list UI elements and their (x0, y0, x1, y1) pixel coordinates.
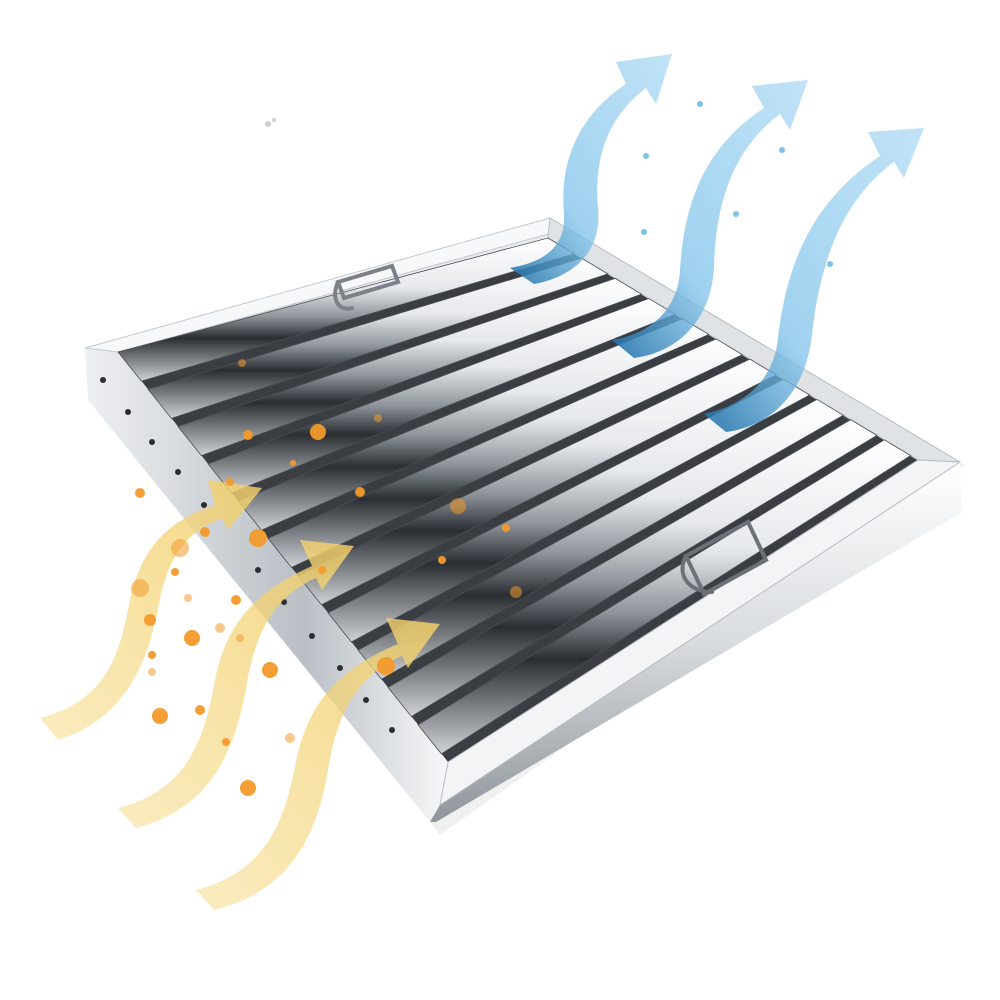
grease-particle (152, 708, 168, 724)
incoming-air-stream-1 (40, 480, 262, 740)
grease-particle (131, 579, 149, 597)
grease-particle (450, 498, 466, 514)
clean-air-droplet (733, 211, 739, 217)
incoming-air-stream-2 (118, 540, 354, 828)
frame-left-wall (85, 348, 448, 822)
clean-air-droplet (697, 101, 703, 107)
back-handle (333, 263, 401, 311)
grease-particle (374, 414, 382, 422)
grease-particle (222, 738, 230, 746)
baffle-blade (237, 318, 710, 531)
outgoing-air-stream-3 (704, 128, 924, 432)
grease-particle (310, 424, 326, 440)
grease-particle (171, 568, 179, 576)
outgoing-air-flows (510, 54, 924, 432)
grease-particle (148, 651, 156, 659)
baffle-blade (147, 257, 609, 419)
grease-particle (231, 595, 241, 605)
grease-particle (195, 705, 205, 715)
grease-particle (510, 586, 522, 598)
grease-particle (290, 460, 296, 466)
grease-particle (135, 488, 145, 498)
front-handle (680, 519, 769, 597)
baffle-blade (417, 439, 912, 755)
clean-air-droplet (641, 229, 647, 235)
clean-air-droplet (265, 121, 271, 127)
grease-particle (502, 524, 510, 532)
grease-particle (215, 623, 225, 633)
clean-air-droplet (643, 153, 649, 159)
incoming-air-flows (40, 480, 440, 910)
grease-particle (243, 430, 253, 440)
grease-particle (249, 529, 267, 547)
grease-particle (184, 594, 192, 602)
grease-particle (144, 614, 156, 626)
outgoing-air-stream-1 (510, 54, 672, 284)
grease-particle (377, 657, 395, 675)
filter-handles (333, 263, 769, 597)
clean-air-droplet (272, 118, 276, 122)
frame-front-wall (430, 462, 962, 822)
grease-particle (148, 668, 156, 676)
grease-particle (238, 359, 246, 367)
grease-particle (226, 478, 234, 486)
frame-rivets (100, 377, 395, 733)
baffle-blade (387, 419, 878, 718)
grease-particle (200, 527, 210, 537)
grease-particle (171, 539, 189, 557)
baffle-blade (267, 338, 744, 568)
grease-particle (438, 556, 446, 564)
grease-particle (236, 634, 244, 642)
baffle-blade (177, 277, 643, 457)
clean-air-droplet (827, 261, 833, 267)
grease-particle (285, 733, 295, 743)
grease-particle (318, 566, 326, 574)
clean-air-droplet (779, 147, 785, 153)
baffle-blade (327, 378, 811, 643)
clean-air-droplets (265, 101, 833, 267)
incoming-air-stream-3 (196, 618, 440, 910)
grease-particle (184, 630, 200, 646)
grease-particle (355, 487, 365, 497)
grease-particles (131, 359, 522, 796)
grease-particle (262, 662, 278, 678)
outgoing-air-stream-2 (612, 80, 808, 358)
grease-particle (240, 780, 256, 796)
